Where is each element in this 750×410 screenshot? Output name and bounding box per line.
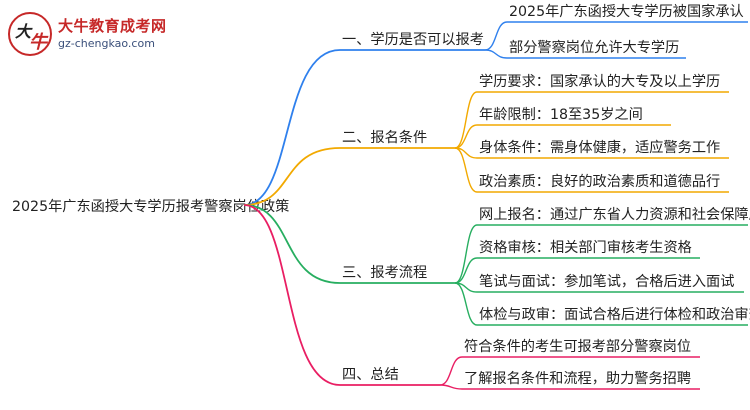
- leaf-connector: [484, 49, 508, 59]
- branch-connector: [243, 147, 341, 206]
- logo-char-1: 大: [15, 22, 32, 41]
- branch-label[interactable]: 一、学历是否可以报考: [342, 32, 484, 48]
- leaf-connector: [439, 356, 463, 386]
- site-name: 大牛教育成考网: [58, 17, 167, 35]
- leaf-connector: [454, 91, 478, 149]
- leaf-label[interactable]: 笔试与面试：参加笔试，合格后进入面试: [479, 273, 734, 290]
- leaf-connector: [454, 257, 478, 284]
- leaf-connector: [454, 282, 478, 326]
- leaf-label[interactable]: 2025年广东函授大专学历被国家承认: [509, 3, 744, 20]
- leaf-label[interactable]: 资格审核：相关部门审核考生资格: [479, 240, 692, 256]
- leaf-connector: [454, 124, 478, 149]
- root-topic[interactable]: 2025年广东函授大专学历报考警察岗位政策: [12, 198, 289, 215]
- logo-emblem-icon: 大 牛: [8, 12, 52, 56]
- leaf-connector: [439, 384, 463, 390]
- leaf-label[interactable]: 符合条件的考生可报考部分警察岗位: [464, 338, 691, 355]
- leaf-label[interactable]: 政治素质：良好的政治素质和道德品行: [479, 174, 720, 190]
- branch-connector: [243, 49, 341, 206]
- branch-label[interactable]: 二、报名条件: [342, 129, 427, 146]
- leaf-connector: [454, 147, 478, 193]
- leaf-label[interactable]: 学历要求：国家承认的大专及以上学历: [479, 73, 720, 90]
- leaf-connector: [454, 224, 478, 284]
- branch-label[interactable]: 三、报考流程: [342, 265, 427, 281]
- leaf-connector: [484, 21, 508, 51]
- leaf-label[interactable]: 体检与政审：面试合格后进行体检和政治审查: [479, 307, 750, 323]
- site-logo[interactable]: 大 牛 大牛教育成考网 gz-chengkao.com: [8, 12, 168, 58]
- site-url: gz-chengkao.com: [58, 37, 155, 50]
- leaf-label[interactable]: 了解报名条件和流程，助力警务招聘: [464, 370, 691, 387]
- branch-connector: [243, 204, 341, 284]
- leaf-label[interactable]: 网上报名：通过广东省人力资源和社会保障厅网站: [479, 207, 750, 223]
- leaf-label[interactable]: 部分警察岗位允许大专学历: [509, 39, 679, 56]
- branch-connector: [243, 204, 341, 386]
- logo-char-2: 牛: [29, 32, 47, 53]
- branch-label[interactable]: 四、总结: [342, 367, 399, 383]
- leaf-label[interactable]: 身体条件：需身体健康，适应警务工作: [479, 139, 720, 156]
- leaf-label[interactable]: 年龄限制：18至35岁之间: [479, 107, 643, 123]
